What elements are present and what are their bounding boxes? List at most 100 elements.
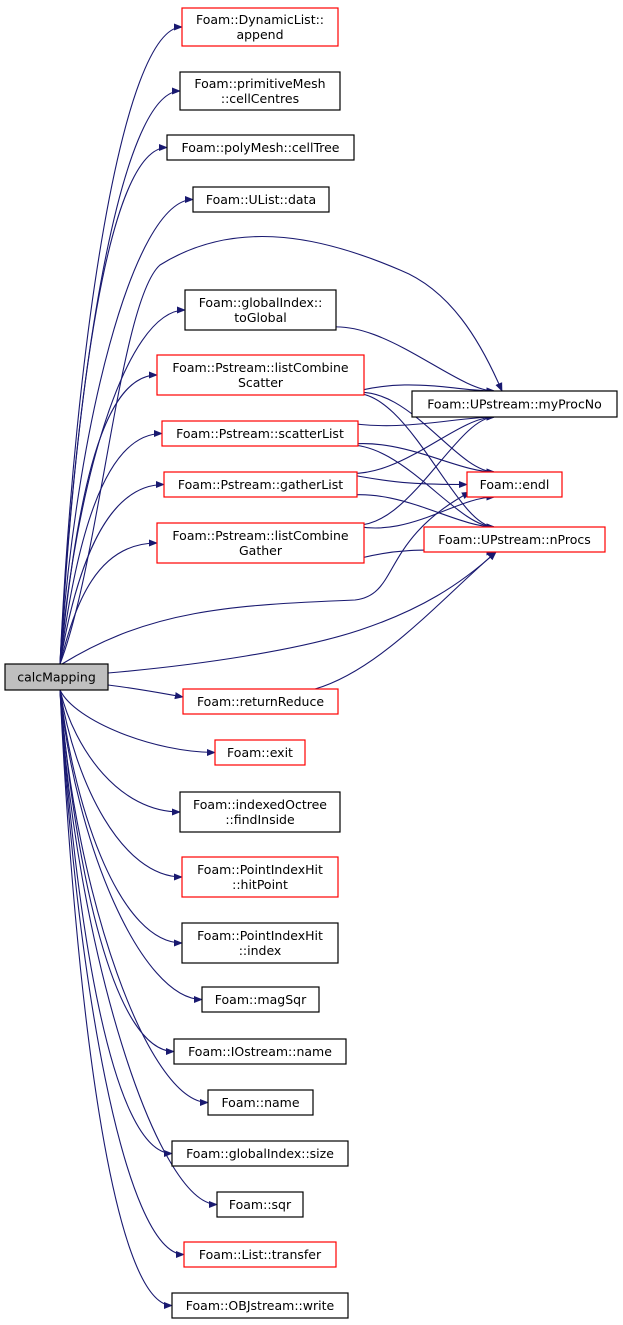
node-label: ::hitPoint [232, 877, 288, 892]
edge-calcMapping-to-gatherList [59, 480, 165, 665]
node-sqr[interactable]: Foam::sqr [216, 1191, 304, 1218]
edge-calcMapping-to-size [59, 689, 173, 1158]
node-label: Foam::DynamicList:: [196, 12, 324, 27]
node-label: Foam::magSqr [215, 992, 307, 1007]
node-box [173, 1038, 347, 1065]
node-box [179, 791, 341, 833]
edge-toGlobal-to-myProcNo [315, 326, 496, 395]
edge-calcMapping-to-magSqr [59, 689, 203, 1004]
node-write[interactable]: Foam::OBJstream::write [171, 1292, 349, 1319]
node-label: Foam::OBJstream::write [186, 1298, 335, 1313]
edge-lcGather-to-myProcNo [343, 413, 496, 526]
node-label: Foam::List::transfer [199, 1247, 322, 1262]
node-label: Foam::polyMesh::cellTree [182, 140, 340, 155]
node-hitPoint[interactable]: Foam::PointIndexHit::hitPoint [181, 856, 339, 898]
edge-calcMapping-to-sqr [59, 689, 218, 1209]
edge-calcMapping-to-write [59, 689, 173, 1310]
node-label: Foam::UPstream::myProcNo [427, 397, 602, 412]
node-cellTree[interactable]: Foam::polyMesh::cellTree [166, 134, 355, 161]
node-box [214, 739, 306, 766]
node-label: Gather [239, 543, 283, 558]
node-endl[interactable]: Foam::endl [466, 471, 563, 498]
node-label: ::findInside [225, 812, 295, 827]
node-calcMapping[interactable]: calcMapping [4, 663, 109, 691]
node-label: Foam::globalIndex:: [199, 295, 323, 310]
node-returnReduce[interactable]: Foam::returnReduce [182, 688, 339, 715]
edge-calcMapping-to-data [59, 195, 194, 665]
node-box [192, 186, 330, 213]
node-box [411, 390, 618, 418]
node-magSqr[interactable]: Foam::magSqr [201, 986, 320, 1013]
node-label: Foam::indexedOctree [193, 797, 327, 812]
node-findInside[interactable]: Foam::indexedOctree::findInside [179, 791, 341, 833]
edge-gatherList-to-myProcNo [336, 413, 496, 475]
edge-scatterList-to-endl [337, 442, 496, 476]
node-label: toGlobal [234, 310, 286, 325]
edge-calcMapping-to-cellTree [59, 143, 168, 665]
node-append[interactable]: Foam::DynamicList::append [181, 7, 339, 47]
node-label: Foam::primitiveMesh [194, 76, 325, 91]
node-ioName[interactable]: Foam::IOstream::name [173, 1038, 347, 1065]
node-box [181, 7, 339, 47]
nodes: calcMappingFoam::DynamicList::appendFoam… [4, 7, 618, 1319]
edge-calcMapping-to-append [59, 23, 183, 665]
node-box [184, 289, 337, 331]
node-label: Foam::UList::data [206, 192, 316, 207]
node-label: Foam::Pstream::listCombine [172, 528, 348, 543]
node-size[interactable]: Foam::globalIndex::size [171, 1140, 349, 1167]
node-box [171, 1140, 349, 1167]
edge-calcMapping-to-myProcNo [59, 235, 503, 665]
node-label: Foam::PointIndexHit [197, 928, 323, 943]
node-label: Foam::sqr [229, 1197, 292, 1212]
node-box [163, 471, 358, 498]
node-myProcNo[interactable]: Foam::UPstream::myProcNo [411, 390, 618, 418]
node-cellCentres[interactable]: Foam::primitiveMesh::cellCentres [179, 71, 341, 111]
node-label: Foam::exit [227, 745, 293, 760]
edge-lcGather-to-endl [343, 493, 496, 529]
node-box [466, 471, 563, 498]
node-exit[interactable]: Foam::exit [214, 739, 306, 766]
node-box [161, 420, 359, 447]
node-label: ::index [239, 943, 282, 958]
edges [59, 23, 503, 1310]
node-label: Foam::Pstream::listCombine [172, 360, 348, 375]
edge-calcMapping-to-findInside [59, 689, 181, 816]
node-scatterList[interactable]: Foam::Pstream::scatterList [161, 420, 359, 447]
edge-calcMapping-to-returnReduce [107, 684, 184, 700]
edge-scatterList-to-nProcs [337, 444, 496, 531]
node-box [156, 522, 365, 564]
node-label: ::cellCentres [221, 91, 299, 106]
node-label: Foam::PointIndexHit [197, 862, 323, 877]
edge-calcMapping-to-exit [59, 689, 216, 757]
edge-calcMapping-to-lcGather [59, 539, 158, 665]
node-toGlobal[interactable]: Foam::globalIndex::toGlobal [184, 289, 337, 331]
node-box [207, 1089, 314, 1116]
edge-calcMapping-to-lcScatter [59, 371, 158, 665]
node-label: Foam::IOstream::name [188, 1044, 332, 1059]
node-label: Foam::UPstream::nProcs [438, 532, 590, 547]
node-label: Scatter [238, 375, 284, 390]
edge-lcScatter-to-endl [343, 391, 496, 476]
node-box [201, 986, 320, 1013]
node-index[interactable]: Foam::PointIndexHit::index [181, 922, 339, 964]
node-box [216, 1191, 304, 1218]
node-box [423, 526, 606, 553]
edge-calcMapping-to-nProcs [107, 551, 497, 674]
node-label: Foam::returnReduce [197, 694, 324, 709]
node-data[interactable]: Foam::UList::data [192, 186, 330, 213]
node-transfer[interactable]: Foam::List::transfer [183, 1241, 337, 1268]
node-box [181, 856, 339, 898]
node-box [171, 1292, 349, 1319]
node-label: Foam::endl [480, 477, 550, 492]
node-label: Foam::name [221, 1095, 299, 1110]
node-label: Foam::Pstream::gatherList [178, 477, 343, 492]
node-nProcs[interactable]: Foam::UPstream::nProcs [423, 526, 606, 553]
node-gatherList[interactable]: Foam::Pstream::gatherList [163, 471, 358, 498]
node-name[interactable]: Foam::name [207, 1089, 314, 1116]
node-label: calcMapping [17, 670, 96, 685]
node-box [181, 922, 339, 964]
edge-calcMapping-to-index [59, 689, 183, 947]
